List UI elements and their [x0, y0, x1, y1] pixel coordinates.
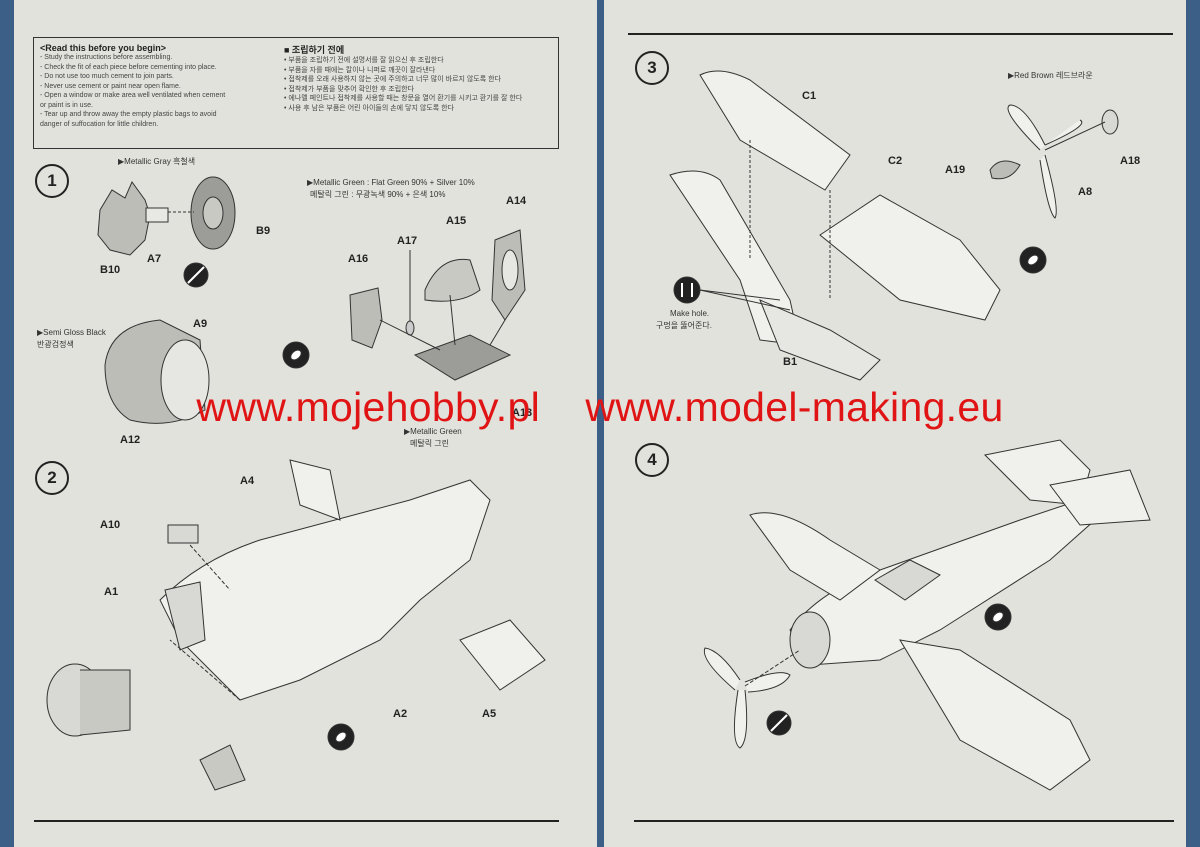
part-label: A13 — [512, 407, 533, 419]
english-item: - Check the fit of each piece before cem… — [40, 63, 217, 71]
korean-item: • 부품을 조립하기 전에 설명서를 잘 읽으신 후 조립한다 — [284, 57, 444, 64]
cement-symbol — [327, 723, 355, 751]
part-label: C2 — [888, 155, 903, 167]
propeller-drawing — [989, 104, 1119, 219]
english-title: <Read this before you begin> — [40, 43, 167, 53]
cement-symbol — [1019, 246, 1047, 274]
read-before-begin-box: <Read this before you begin> - Study the… — [33, 37, 559, 149]
korean-item: • 접착제가 부품을 맞추어 확인한 후 조립한다 — [284, 85, 415, 93]
bottom-rule-right — [634, 820, 1174, 822]
part-label: A8 — [1078, 186, 1093, 198]
part-label: B1 — [783, 356, 798, 368]
semi-gloss-black-note: ▶Semi Gloss Black — [37, 328, 106, 337]
make-hole-note: Make hole. — [670, 309, 710, 318]
make-hole-symbol — [673, 276, 701, 304]
completed-aircraft-drawing — [703, 439, 1151, 791]
part-label: C1 — [802, 90, 817, 102]
wing-assembly-drawing — [669, 70, 1001, 381]
korean-item: • 에나멜 페인트나 접착제를 사용할 때는 창문을 열어 환기를 시키고 환기… — [284, 95, 523, 102]
part-label: B10 — [100, 264, 121, 276]
part-label: A19 — [945, 164, 966, 176]
step-number-2: 2 — [35, 461, 69, 495]
part-label: A7 — [147, 253, 162, 265]
part-label: A16 — [348, 253, 369, 265]
part-label: A4 — [240, 475, 255, 487]
english-item: or paint is in use. — [40, 101, 93, 109]
english-item: - Study the instructions before assembli… — [40, 54, 173, 61]
part-label: B9 — [256, 225, 271, 237]
engine-cylinders-drawing — [97, 176, 236, 256]
part-label: A10 — [100, 519, 121, 531]
no-cement-symbol — [183, 262, 209, 288]
part-label: A5 — [482, 708, 497, 720]
right-instruction-page — [604, 0, 1186, 847]
watermark: www.mojehobby.pl www.model-making.eu — [0, 384, 1200, 431]
bottom-rule-left — [34, 820, 559, 822]
english-instructions: <Read this before you begin> - Study the… — [40, 43, 225, 129]
part-label: A15 — [446, 215, 467, 227]
no-cement-symbol — [766, 710, 792, 736]
english-item: - Do not use too much cement to join par… — [40, 73, 174, 80]
part-label: A9 — [193, 318, 208, 330]
metallic-green-note: ▶Metallic Green : Flat Green 90% + Silve… — [307, 178, 475, 187]
watermark-left: www.mojehobby.pl — [196, 384, 541, 430]
fuselage-drawing — [46, 459, 546, 791]
english-item: - Open a window or make area well ventil… — [40, 92, 226, 99]
part-label: A17 — [397, 235, 418, 247]
korean-item: • 사용 후 남은 부품은 어린 아이들의 손에 닿지 않도록 한다 — [284, 104, 455, 112]
metallic-green-note-ko: 메탈릭 그린 : 무광녹색 90% + 은색 10% — [310, 190, 446, 199]
cement-symbol — [282, 341, 310, 369]
cowling-drawing — [104, 319, 210, 424]
part-label: A12 — [120, 434, 141, 446]
step-number-4: 4 — [635, 443, 669, 477]
korean-instructions: ■ 조립하기 전에 • 부품을 조립하기 전에 설명서를 잘 읽으신 후 조립한… — [284, 43, 522, 113]
metallic-green-step2-note: ▶Metallic Green — [404, 427, 462, 436]
top-rule-right — [628, 33, 1173, 35]
part-label: A2 — [393, 708, 408, 720]
cockpit-parts-drawing — [349, 229, 526, 381]
korean-item: • 부품을 자를 때에는 칼이나 니퍼로 깨끗이 잘라낸다 — [284, 66, 436, 74]
metallic-green-step2-note-ko: 메탈릭 그린 — [410, 439, 450, 448]
english-item: - Never use cement or paint near open fl… — [40, 82, 181, 90]
step-number-3: 3 — [635, 51, 669, 85]
korean-title: ■ 조립하기 전에 — [284, 45, 345, 55]
part-label: A1 — [104, 586, 119, 598]
step-number-1: 1 — [35, 164, 69, 198]
red-brown-note: ▶Red Brown 레드브라운 — [1008, 71, 1093, 80]
part-label: A14 — [506, 195, 527, 207]
english-item: - Tear up and throw away the empty plast… — [40, 111, 217, 118]
metallic-gray-note: ▶Metallic Gray 흑철색 — [118, 157, 196, 166]
watermark-right: www.model-making.eu — [585, 384, 1004, 430]
part-label: A18 — [1120, 155, 1141, 167]
cement-symbol — [984, 603, 1012, 631]
korean-item: • 접착제를 오래 사용하지 않는 곳에 주의하고 너무 많이 바르지 않도록 … — [284, 76, 502, 83]
make-hole-note-ko: 구멍을 뚫어준다. — [656, 321, 712, 330]
english-item: danger of suffocation for little childre… — [40, 120, 159, 128]
semi-gloss-black-note-ko: 반광검정색 — [37, 340, 74, 349]
